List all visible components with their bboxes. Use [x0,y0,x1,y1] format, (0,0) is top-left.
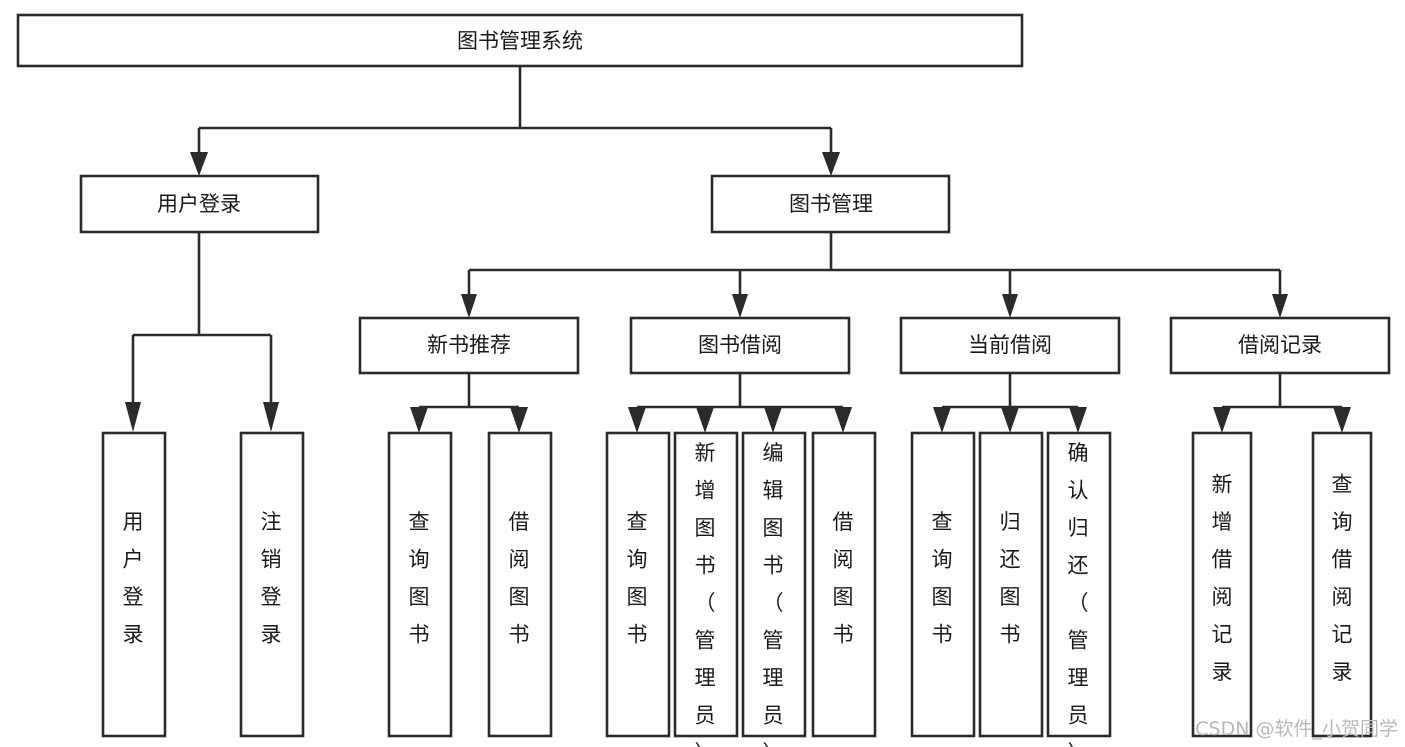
node-current-borrow-box[interactable] [899,316,1121,375]
node-leaf-add-borrow-record-box[interactable] [1191,431,1253,738]
node-leaf-logout-login[interactable]: 注销登录 [239,431,305,738]
node-leaf-return-book-box[interactable] [978,431,1044,738]
arrow-head-leaf-add-borrow-record [1213,407,1231,433]
node-new-book-recommend-box[interactable] [358,316,580,375]
node-user-login-label: 用户登录 [157,192,241,216]
node-leaf-borrow-book-1-label: 借阅图书 [509,510,530,647]
arrow-head-leaf-add-book [696,407,714,433]
node-current-borrow-label: 当前借阅 [968,333,1052,357]
node-new-book-recommend[interactable]: 新书推荐 [358,316,580,375]
node-leaf-user-login[interactable]: 用户登录 [101,431,167,738]
node-leaf-user-login-label: 用户登录 [123,510,144,647]
arrow-head-current-borrow [1002,294,1018,318]
node-root-box[interactable] [16,13,1024,68]
arrow-head-book-borrow [732,294,748,318]
node-leaf-user-login-box[interactable] [101,431,167,738]
node-leaf-confirm-return-label: 确认归还（管理员） [1068,441,1089,747]
node-leaf-add-borrow-record-label: 新增借阅记录 [1212,472,1233,684]
node-leaf-confirm-return-box[interactable] [1046,431,1112,738]
arrow-head-user-login [190,152,208,176]
arrow-head-leaf-borrow-book-2 [834,407,852,433]
node-leaf-add-book-box[interactable] [673,431,739,738]
csdn-watermark: CSDN @软件_小贺同学 [1195,718,1398,740]
arrow-head-leaf-logout-login [263,402,279,432]
arrow-head-leaf-edit-book [764,407,782,433]
node-leaf-query-borrow-record-label: 查询借阅记录 [1332,472,1353,684]
arrow-head-leaf-query-book-2 [628,407,646,433]
node-leaf-return-book[interactable]: 归还图书 [978,431,1044,738]
node-leaf-borrow-book-2-label: 借阅图书 [833,510,854,647]
node-leaf-query-book-1-label: 查询图书 [409,510,430,647]
arrow-head-new-book-recommend [461,294,477,318]
node-book-borrow-label: 图书借阅 [698,333,782,357]
node-leaf-borrow-book-2-box[interactable] [811,431,877,738]
arrow-head-borrow-record [1272,294,1288,318]
arrow-head-leaf-query-book-3 [933,407,951,433]
node-leaf-edit-book-label: 编辑图书（管理员） [763,441,784,747]
node-book-borrow[interactable]: 图书借阅 [629,316,851,375]
node-leaf-borrow-book-1-box[interactable] [487,431,553,738]
node-leaf-borrow-book-1[interactable]: 借阅图书 [487,431,553,738]
node-leaf-edit-book-box[interactable] [741,431,807,738]
arrow-head-leaf-user-login [125,402,141,432]
node-leaf-logout-login-label: 注销登录 [261,510,282,647]
arrow-head-leaf-query-borrow-record [1333,407,1351,433]
node-leaf-query-borrow-record[interactable]: 查询借阅记录 [1311,431,1373,738]
node-leaf-query-book-3[interactable]: 查询图书 [910,431,976,738]
node-user-login[interactable]: 用户登录 [79,174,320,234]
node-leaf-query-book-2-box[interactable] [605,431,671,738]
arrow-head-leaf-confirm-return [1069,407,1087,433]
arrow-head-leaf-borrow-book-1 [510,407,528,433]
node-leaf-add-book[interactable]: 新增图书（管理员） [673,431,739,747]
node-book-borrow-box[interactable] [629,316,851,375]
node-leaf-query-borrow-record-box[interactable] [1311,431,1373,738]
arrow-head-leaf-query-book-1 [410,407,428,433]
node-borrow-record-label: 借阅记录 [1238,333,1322,357]
node-leaf-query-book-2[interactable]: 查询图书 [605,431,671,738]
node-leaf-query-book-1-box[interactable] [387,431,453,738]
node-borrow-record-box[interactable] [1169,316,1391,375]
arrow-head-leaf-return-book [1001,407,1019,433]
node-user-login-box[interactable] [79,174,320,234]
node-leaf-query-book-3-label: 查询图书 [932,510,953,647]
node-root[interactable]: 图书管理系统 [16,13,1024,68]
node-book-management[interactable]: 图书管理 [710,174,951,234]
node-leaf-confirm-return[interactable]: 确认归还（管理员） [1046,431,1112,747]
node-leaf-query-book-2-label: 查询图书 [627,510,648,647]
node-book-management-label: 图书管理 [789,192,873,216]
node-leaf-borrow-book-2[interactable]: 借阅图书 [811,431,877,738]
node-leaf-add-borrow-record[interactable]: 新增借阅记录 [1191,431,1253,738]
node-leaf-add-book-label: 新增图书（管理员） [695,441,716,747]
connector-layer [125,66,1351,433]
node-root-label: 图书管理系统 [457,29,583,53]
node-leaf-return-book-label: 归还图书 [1000,510,1021,647]
arrow-head-book-management [822,152,840,176]
node-leaf-edit-book[interactable]: 编辑图书（管理员） [741,431,807,747]
node-new-book-recommend-label: 新书推荐 [427,333,511,357]
node-borrow-record[interactable]: 借阅记录 [1169,316,1391,375]
node-leaf-query-book-3-box[interactable] [910,431,976,738]
node-current-borrow[interactable]: 当前借阅 [899,316,1121,375]
node-leaf-logout-login-box[interactable] [239,431,305,738]
node-leaf-query-book-1[interactable]: 查询图书 [387,431,453,738]
node-book-management-box[interactable] [710,174,951,234]
